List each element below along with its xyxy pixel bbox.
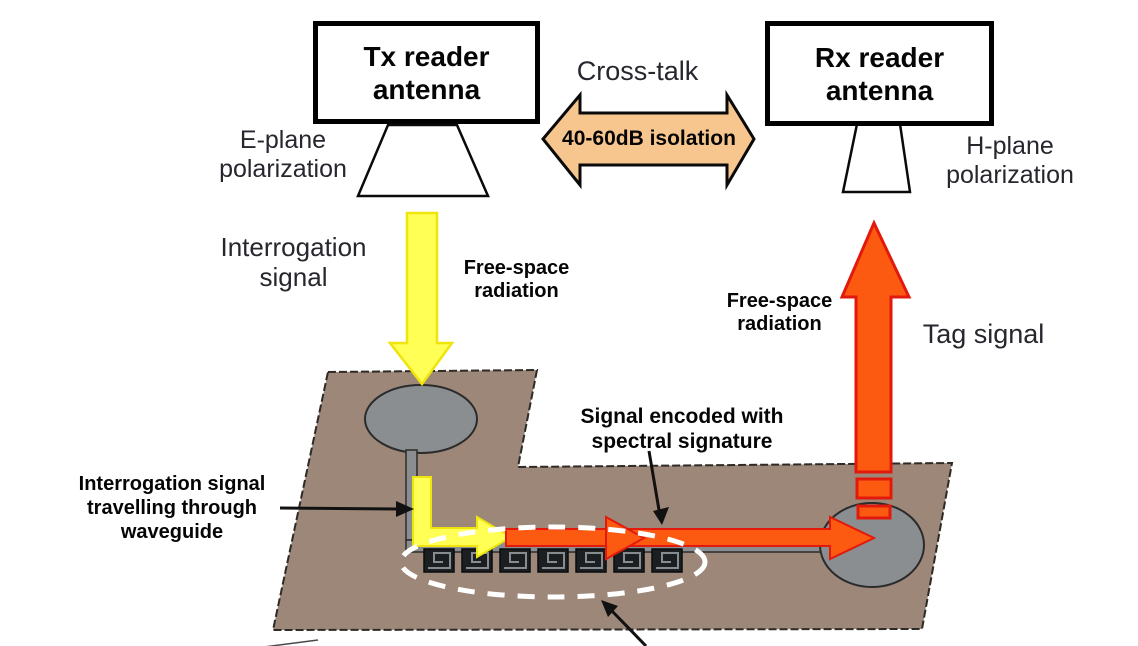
h-plane-polarization-label: H-plane polarization <box>946 132 1074 189</box>
e-plane-polarization-label: E-plane polarization <box>219 126 347 183</box>
rx-horn-icon <box>841 122 912 194</box>
resonator-highlight-ellipse <box>398 524 708 600</box>
resonator-note-arrow-icon <box>601 600 648 646</box>
interrogation-arrow-icon <box>387 211 455 387</box>
encoded-note-label: Signal encoded with spectral signature <box>580 405 784 453</box>
tag-signal-arrow-icon <box>839 219 912 474</box>
waveguide-note-label: Interrogation signal travelling through … <box>78 473 266 543</box>
spiral-resonator-icon <box>651 548 683 573</box>
waveguide-note-arrow-icon <box>279 501 414 517</box>
free-space-radiation-right-label: Free-space radiation <box>726 290 833 335</box>
free-space-radiation-left-label: Free-space radiation <box>463 257 570 302</box>
encoded-signal-arrow-chevron <box>605 515 647 561</box>
tag-signal-arrow-dash <box>856 504 892 520</box>
crosstalk-arrow-icon <box>541 89 756 191</box>
spiral-resonator-icon <box>575 548 607 573</box>
spiral-resonators <box>423 548 683 573</box>
rx-antenna-label: Rx reader antenna <box>814 41 945 106</box>
sketch-stray-line <box>265 639 319 646</box>
tag-signal-arrow-dash <box>855 477 893 500</box>
encoded-signal-arrow-icon <box>505 515 877 561</box>
spiral-resonator-icon <box>537 548 569 573</box>
encoded-note-arrow-icon <box>647 450 669 525</box>
spiral-resonator-icon <box>423 548 455 573</box>
rx-antenna-box: Rx reader antenna <box>765 21 994 126</box>
tag-signal-label: Tag signal <box>922 319 1045 349</box>
spiral-resonator-icon <box>613 548 645 573</box>
spiral-resonator-icon <box>499 548 531 573</box>
tx-antenna-label: Tx reader antenna <box>363 40 490 105</box>
tx-horn-icon <box>356 123 490 198</box>
tx-patch-antenna <box>364 384 478 454</box>
crosstalk-label: Cross-talk <box>576 56 699 86</box>
isolation-label: 40-60dB isolation <box>562 127 736 150</box>
interrogation-signal-label: Interrogation signal <box>220 232 367 292</box>
tx-antenna-box: Tx reader antenna <box>313 21 540 124</box>
